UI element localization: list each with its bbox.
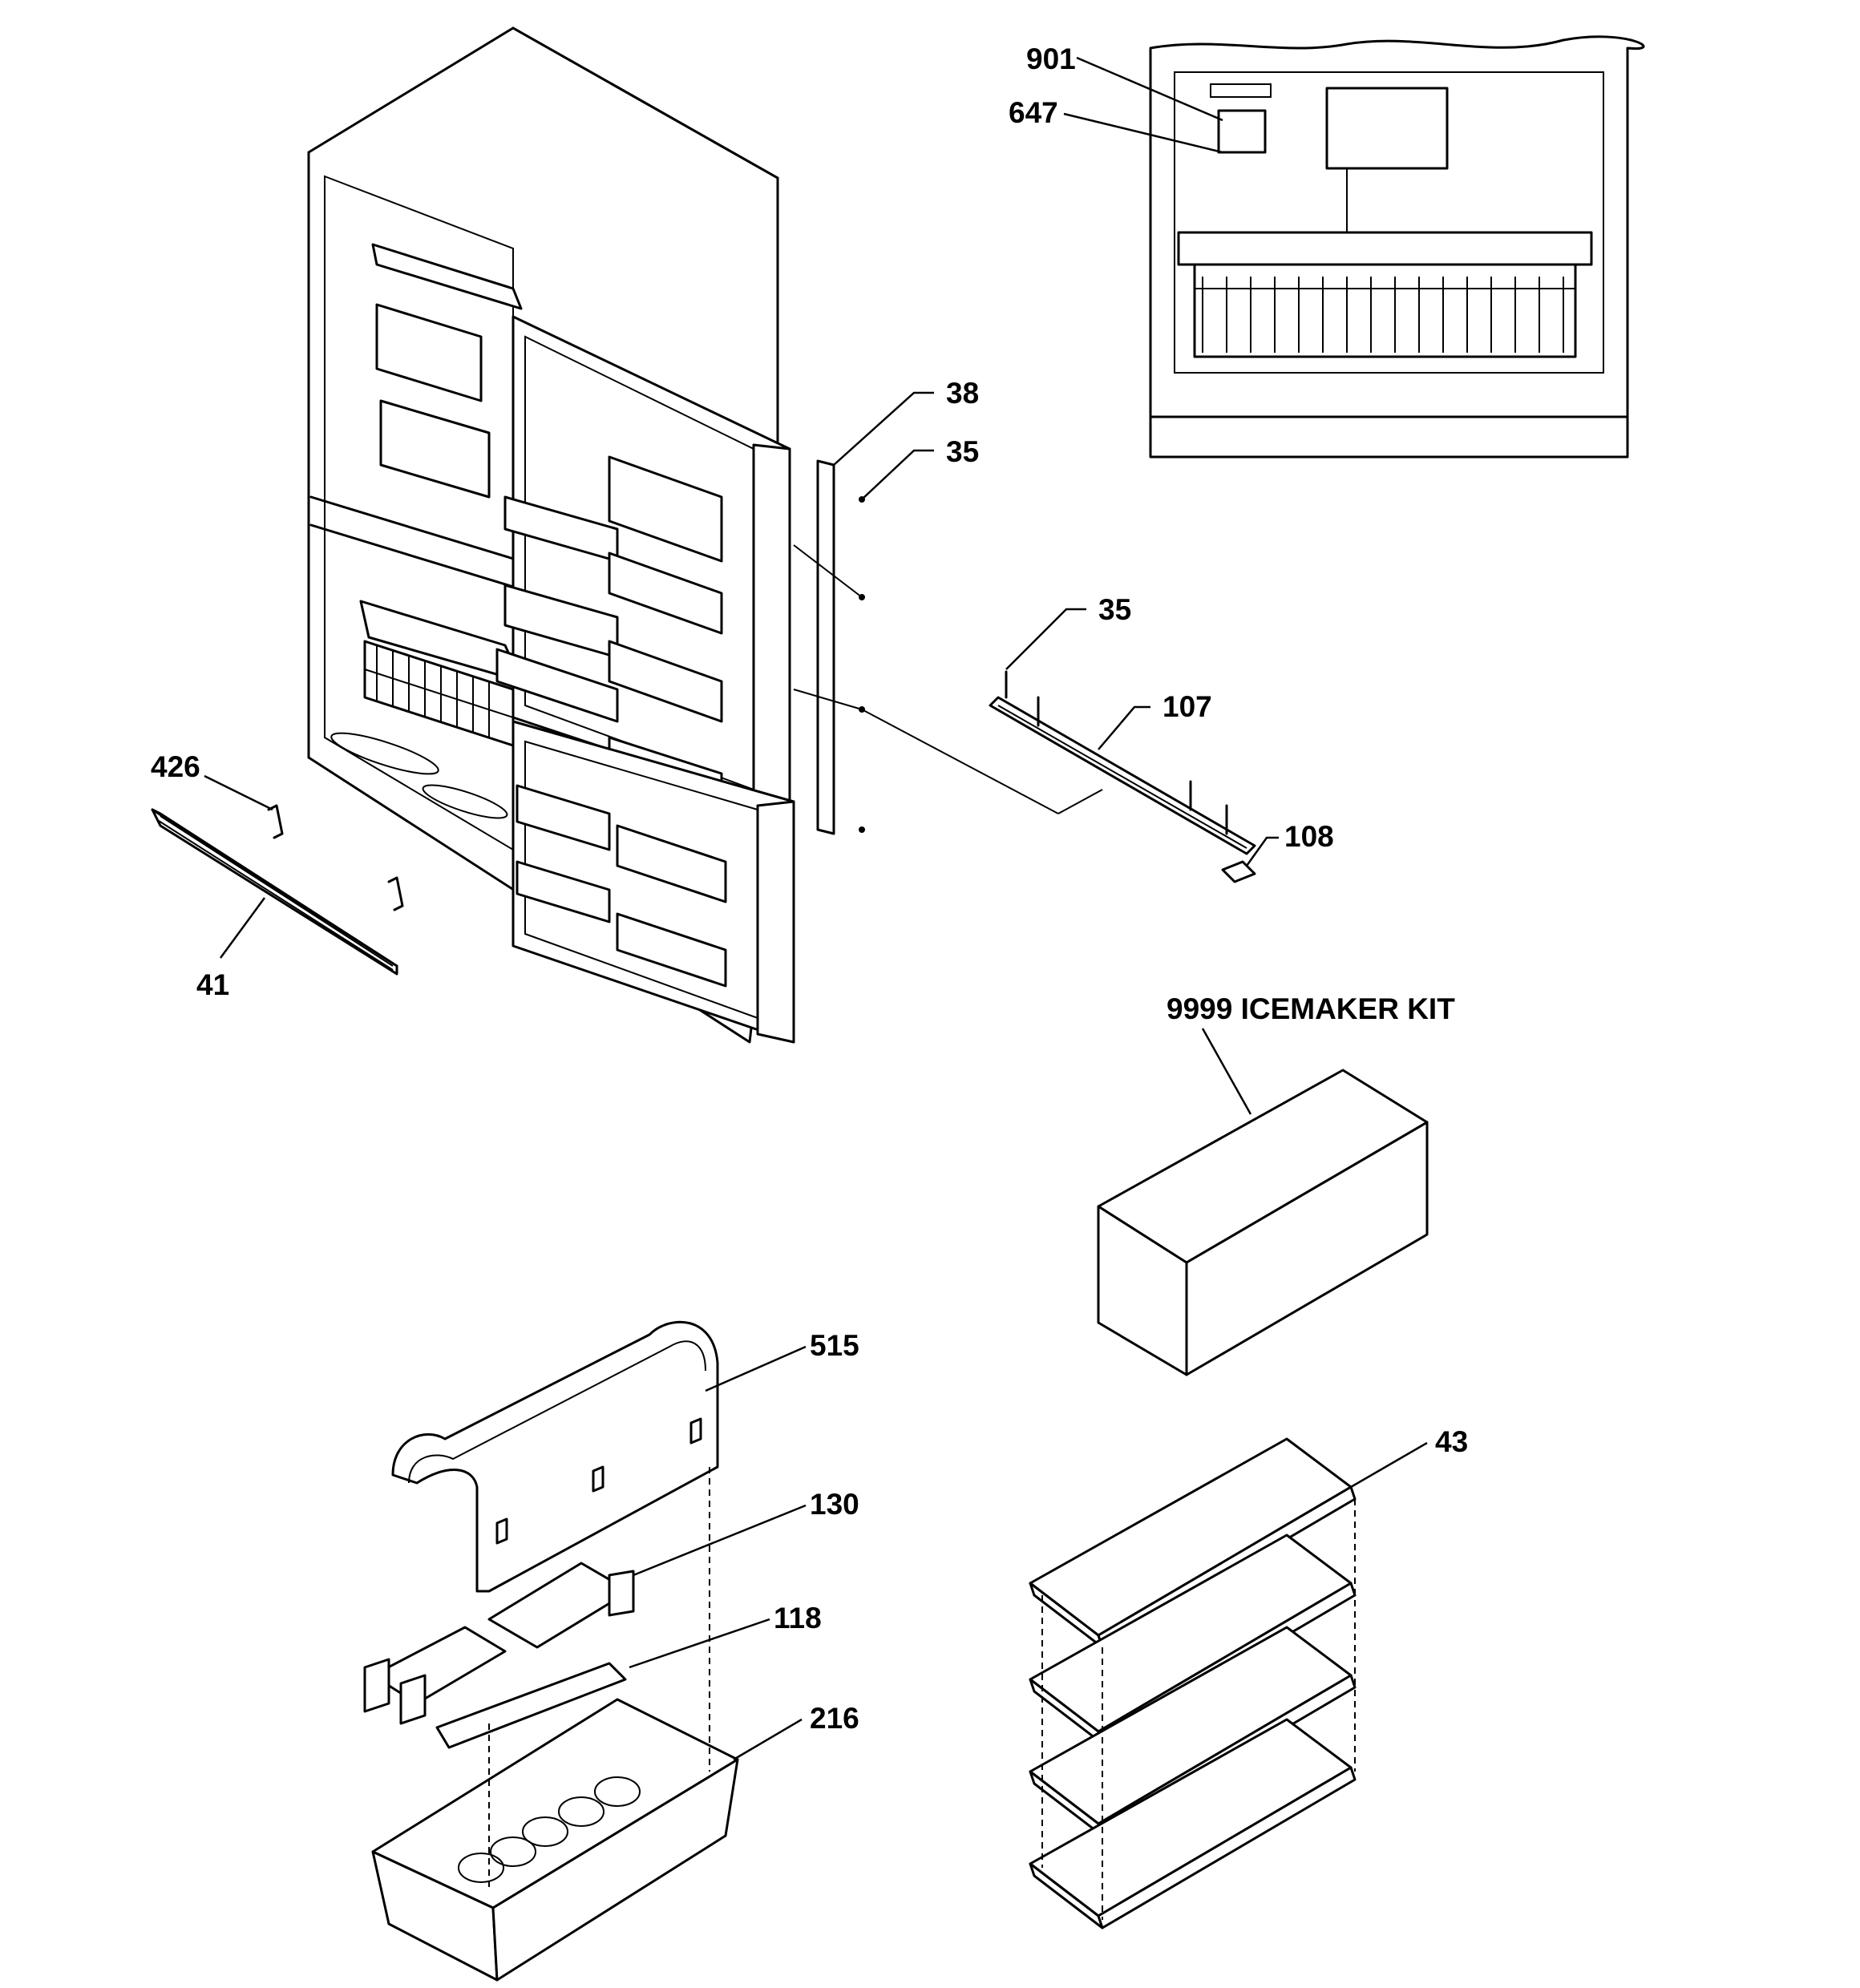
callout-901: 901 [1026,42,1076,75]
ice-bin-divider [487,1562,635,1649]
callout-41: 41 [196,968,230,1001]
toe-grille [151,804,404,976]
callout-118: 118 [774,1602,822,1634]
bracket [989,670,1256,883]
hinge-strip [793,459,1103,835]
callout-130: 130 [810,1488,859,1521]
freezer-door [512,720,795,1044]
callout-35-upper: 35 [946,435,980,468]
callout-647: 647 [1009,96,1058,129]
icemaker-kit-box [1097,1069,1429,1376]
ice-bin [371,1467,739,1982]
callout-515: 515 [810,1329,859,1362]
upper-door [495,315,791,811]
leader-lines [204,56,1428,1761]
callout-108: 108 [1284,820,1334,853]
callout-35-lower: 35 [1098,593,1132,626]
ice-bin-cover [391,1320,719,1593]
callout-426: 426 [151,750,200,783]
ice-trays [1029,1437,1357,1929]
callout-43: 43 [1435,1425,1469,1458]
callout-9999-icemaker-kit: 9999 ICEMAKER KIT [1167,992,1455,1025]
freezer-interior [1149,35,1645,459]
callout-216: 216 [810,1702,859,1735]
callout-38: 38 [946,377,980,410]
ice-bin-scoop [363,1626,627,1749]
callout-107: 107 [1162,690,1212,723]
